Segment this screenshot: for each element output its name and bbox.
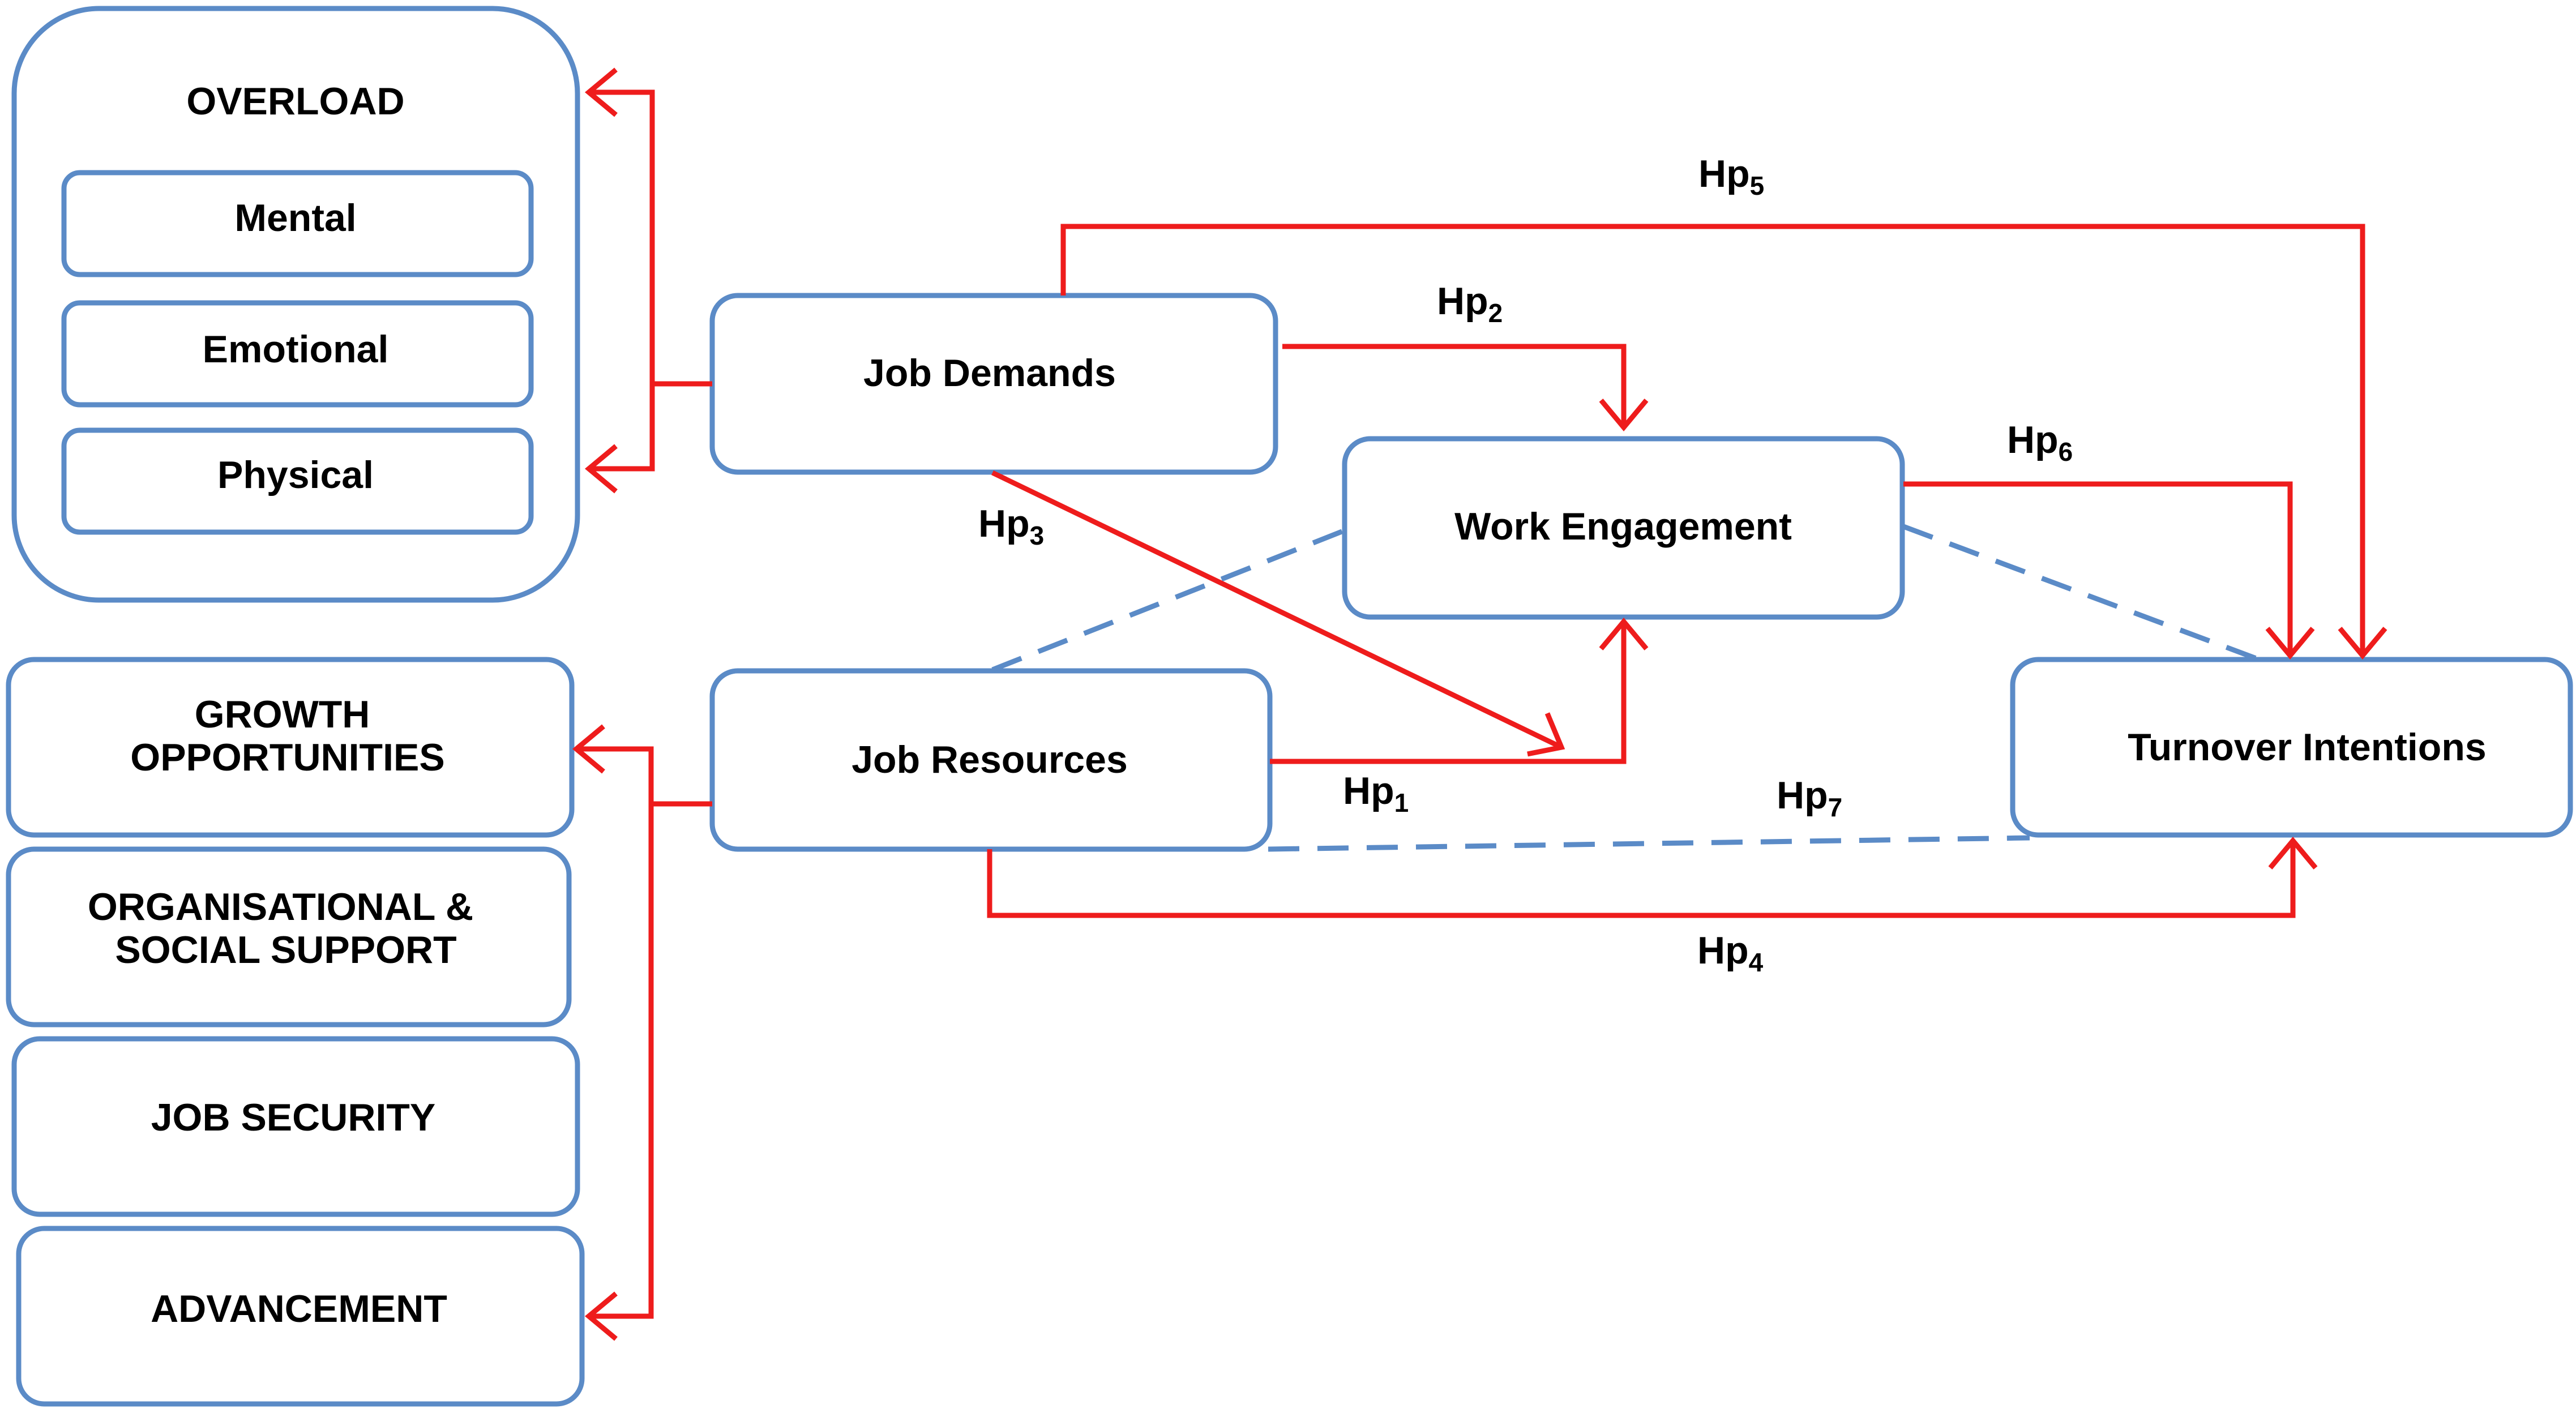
hp4-label: Hp4 (1697, 929, 1764, 977)
arrowhead-hp1 (1599, 617, 1649, 650)
job-security-box (11, 1036, 580, 1217)
overload-mental-box (61, 170, 534, 277)
hp7-label: Hp7 (1777, 774, 1842, 822)
arrowhead-overload-bottom (584, 444, 618, 494)
arrowhead-hp6 (2265, 627, 2315, 660)
overload-title: OVERLOAD (186, 80, 404, 123)
overload-emotional-box (61, 300, 534, 408)
arrow-hp3 (991, 470, 1565, 757)
arrowhead-hp4 (2268, 836, 2318, 870)
resources-group: GROWTH OPPORTUNITIES ORGANISATIONAL & SO… (6, 657, 585, 1407)
hp5-label: Hp5 (1698, 152, 1764, 200)
arrowhead-advancement (584, 1291, 618, 1341)
support-line-1: ORGANISATIONAL & (88, 885, 473, 928)
growth-opportunities-box (6, 657, 575, 838)
support-line-2: SOCIAL SUPPORT (115, 928, 456, 971)
overload-mental-label: Mental (234, 196, 356, 239)
growth-opportunities-label: GROWTH OPPORTUNITIES (130, 693, 444, 779)
work-engagement-label: Work Engagement (1454, 505, 1792, 548)
advancement-label: ADVANCEMENT (151, 1287, 447, 1330)
arrowhead-growth (572, 724, 605, 774)
bracket-resources-list (572, 724, 712, 1341)
turnover-intentions-label: Turnover Intentions (2128, 726, 2486, 769)
turnover-intentions-box (2010, 657, 2573, 838)
social-support-box (6, 846, 572, 1027)
arrow-hp2 (1282, 344, 1649, 432)
growth-line-1: GROWTH (195, 693, 370, 736)
job-resources-label: Job Resources (851, 738, 1128, 781)
dashed-link-resources-engagement (991, 526, 1349, 673)
arrowhead-hp5 (2338, 627, 2387, 660)
bracket-demands-overload (584, 67, 712, 494)
dashed-link-resources-turnover (1268, 835, 2030, 852)
arrowhead-hp2 (1599, 399, 1649, 432)
work-engagement-box (1342, 436, 1905, 620)
overload-physical-box (61, 427, 534, 535)
overload-emotional-label: Emotional (203, 328, 389, 371)
hp6-label: Hp6 (2007, 418, 2073, 466)
overload-physical-label: Physical (217, 453, 374, 496)
social-support-label: ORGANISATIONAL & SOCIAL SUPPORT (88, 885, 484, 971)
advancement-box (16, 1226, 585, 1407)
arrow-hp6 (1903, 481, 2315, 660)
overload-group: OVERLOAD Mental Emotional Physical (11, 6, 580, 603)
arrowhead-hp3 (1527, 712, 1565, 757)
arrow-hp1 (1270, 617, 1649, 764)
job-security-label: JOB SECURITY (151, 1096, 436, 1139)
arrow-hp4 (987, 836, 2318, 918)
dashed-link-engagement-turnover (1902, 524, 2257, 661)
arrowhead-overload-top (584, 67, 618, 117)
arrow-hp5 (1060, 224, 2387, 660)
job-demands-label: Job Demands (863, 352, 1116, 395)
hp3-label: Hp3 (978, 502, 1044, 550)
hp1-label: Hp1 (1343, 769, 1409, 817)
growth-line-2: OPPORTUNITIES (130, 736, 444, 779)
hp2-label: Hp2 (1437, 280, 1503, 328)
